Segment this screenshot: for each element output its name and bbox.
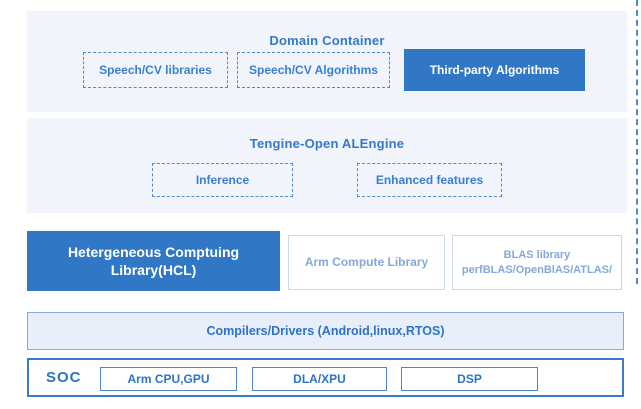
right-edge-dashed-line (636, 0, 638, 284)
enhanced-features-box: Enhanced features (357, 163, 502, 197)
soc-chip-arm-cpu-gpu: Arm CPU,GPU (100, 367, 237, 391)
inference-box: Inference (152, 163, 293, 197)
hcl-box: Hetergeneous Comptuing Library(HCL) (27, 231, 280, 291)
soc-chip-dsp: DSP (401, 367, 538, 391)
soc-label: SOC (46, 369, 82, 386)
blas-library-box: BLAS library perfBLAS/OpenBlAS/ATLAS/ (452, 235, 622, 290)
speech-cv-algorithms-box: Speech/CV Algorithms (237, 52, 390, 88)
hcl-line2: Library(HCL) (110, 262, 197, 278)
soc-section: SOC Arm CPU,GPU DLA/XPU DSP (27, 358, 624, 397)
blas-line1: BLAS library (503, 248, 571, 261)
arm-compute-library-box: Arm Compute Library (288, 235, 445, 290)
domain-container-title: Domain Container (269, 33, 385, 48)
alengine-title: Tengine-Open ALEngine (249, 136, 405, 151)
hcl-line1: Hetergeneous Comptuing (67, 244, 240, 260)
soc-chip-dla-xpu: DLA/XPU (252, 367, 387, 391)
alengine-section: Tengine-Open ALEngine Inference Enhanced… (27, 118, 627, 213)
speech-cv-libraries-box: Speech/CV libraries (83, 52, 228, 88)
blas-line2: perfBLAS/OpenBlAS/ATLAS/ (461, 263, 613, 276)
domain-container-section: Domain Container Speech/CV libraries Spe… (27, 11, 627, 112)
third-party-algorithms-box: Third-party Algorithms (404, 49, 585, 91)
compilers-drivers-box: Compilers/Drivers (Android,linux,RTOS) (27, 312, 624, 350)
